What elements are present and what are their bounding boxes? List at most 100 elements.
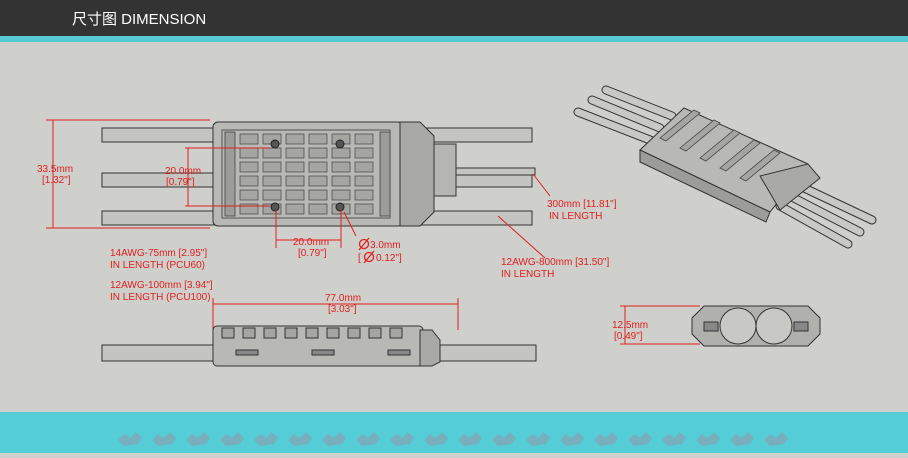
heatsink-cell: [308, 133, 328, 145]
heatsink-cell: [262, 161, 282, 173]
heatsink-cell: [354, 161, 374, 173]
awg14-label: 14AWG-75mm [2.95"]: [110, 248, 207, 259]
heatsink-cell: [262, 175, 282, 187]
heatsink-cell: [285, 147, 305, 159]
thick-in-label: [0.49"]: [614, 331, 643, 342]
heatsink-cell: [285, 175, 305, 187]
heatsink-cell: [354, 147, 374, 159]
drawing-canvas: 33.5mm [1.32"] 20.0mm [0.79"] 20.0mm [0.…: [0, 42, 908, 412]
footer-logo-icon: [288, 432, 312, 446]
inner-in-label: [0.79"]: [166, 177, 195, 188]
header-bar: 尺寸图 DIMENSION: [0, 0, 908, 36]
side-fins: [221, 327, 403, 339]
footer-logo-icon: [118, 432, 142, 446]
heatsink-cell: [285, 161, 305, 173]
side-fin: [221, 327, 235, 339]
heatsink-grid: [224, 131, 391, 217]
footer-logo-icon: [662, 432, 686, 446]
side-wire-left: [101, 344, 215, 362]
heatsink-cell: [354, 203, 374, 215]
end-view: [691, 305, 821, 347]
heatsink-cell: [262, 189, 282, 201]
awg12a-length-label: IN LENGTH (PCU100): [110, 292, 211, 303]
spacing-in-label: [0.79"]: [298, 248, 327, 259]
signal-wire: [454, 167, 536, 176]
heatsink-cell: [354, 175, 374, 187]
top-dimensions: [46, 119, 700, 345]
height-mm-label: 33.5mm: [37, 164, 73, 175]
side-fin: [263, 327, 277, 339]
footer-logo-icon: [322, 432, 346, 446]
footer-logo-icon: [696, 432, 720, 446]
right-wire-top: [419, 127, 533, 143]
heatsink-cell: [285, 203, 305, 215]
hole-bracket-label: [: [358, 253, 361, 264]
footer-logo-icon: [764, 432, 788, 446]
wire300-label: 300mm [11.81"]: [547, 199, 617, 210]
iso-fins: [659, 109, 781, 182]
awg12a-label: 12AWG-100mm [3.94"]: [110, 280, 213, 291]
heatsink-cell: [239, 147, 259, 159]
side-fin: [242, 327, 256, 339]
awg12b-label: 12AWG-800mm [31.50"]: [501, 257, 609, 268]
heatsink-cell: [308, 175, 328, 187]
heatsink-cell: [285, 133, 305, 145]
side-view: [101, 325, 537, 367]
side-fin: [368, 327, 382, 339]
footer-logo-icon: [560, 432, 584, 446]
hole-mm-label: 3.0mm: [370, 240, 401, 251]
diameter-icon: [358, 237, 375, 264]
spacing-mm-label: 20.0mm: [293, 237, 329, 248]
footer-logo-icon: [594, 432, 618, 446]
length-in-label: [3.03"]: [328, 304, 357, 315]
footer-bar: [0, 412, 908, 453]
heatsink-cell: [262, 147, 282, 159]
heatsink-cell: [331, 147, 351, 159]
heatsink-cell: [239, 133, 259, 145]
footer-logo-icon: [730, 432, 754, 446]
side-wire-right: [427, 344, 537, 362]
awg14-length-label: IN LENGTH (PCU60): [110, 260, 205, 271]
mount-holes: [270, 139, 345, 212]
heatsink-cell: [308, 161, 328, 173]
footer-logo-icon: [220, 432, 244, 446]
page-title: 尺寸图 DIMENSION: [72, 11, 207, 28]
length-mm-label: 77.0mm: [325, 293, 361, 304]
heatsink-cell: [285, 189, 305, 201]
footer-logo-icon: [186, 432, 210, 446]
right-wire-bot: [419, 210, 533, 226]
header-accent-line: [0, 36, 908, 42]
left-wire-top: [101, 127, 215, 143]
side-fin: [326, 327, 340, 339]
heatsink-cell: [331, 161, 351, 173]
footer-logo-icon: [356, 432, 380, 446]
side-fin: [284, 327, 298, 339]
footer-logo-icon: [254, 432, 278, 446]
esc-endcap: [399, 121, 435, 227]
footer-logo-icon: [628, 432, 652, 446]
heatsink-cell: [354, 189, 374, 201]
heatsink-cell: [239, 161, 259, 173]
heatsink-cell: [239, 189, 259, 201]
heatsink-cell: [239, 203, 259, 215]
thick-mm-label: 12.5mm: [612, 320, 648, 331]
inner-mm-label: 20.0mm: [165, 166, 201, 177]
footer-logo-icon: [458, 432, 482, 446]
heatsink-cell: [354, 133, 374, 145]
wire300-length-label: IN LENGTH: [549, 211, 602, 222]
heatsink-cell: [331, 175, 351, 187]
hole-in-label: 0.12"]: [376, 253, 402, 264]
footer-logo-icon: [492, 432, 516, 446]
footer-logo-icon: [152, 432, 176, 446]
footer-logo-icon: [424, 432, 448, 446]
left-wire-bot: [101, 210, 215, 226]
side-fin: [389, 327, 403, 339]
heatsink-cell: [308, 189, 328, 201]
side-fin: [305, 327, 319, 339]
iso-view: [573, 85, 877, 249]
heatsink-cell: [308, 147, 328, 159]
dimension-labels: 33.5mm [1.32"] 20.0mm [0.79"] 20.0mm [0.…: [37, 164, 648, 342]
awg12b-length-label: IN LENGTH: [501, 269, 554, 280]
heatsink-cell: [331, 189, 351, 201]
footer-logo-icon: [526, 432, 550, 446]
